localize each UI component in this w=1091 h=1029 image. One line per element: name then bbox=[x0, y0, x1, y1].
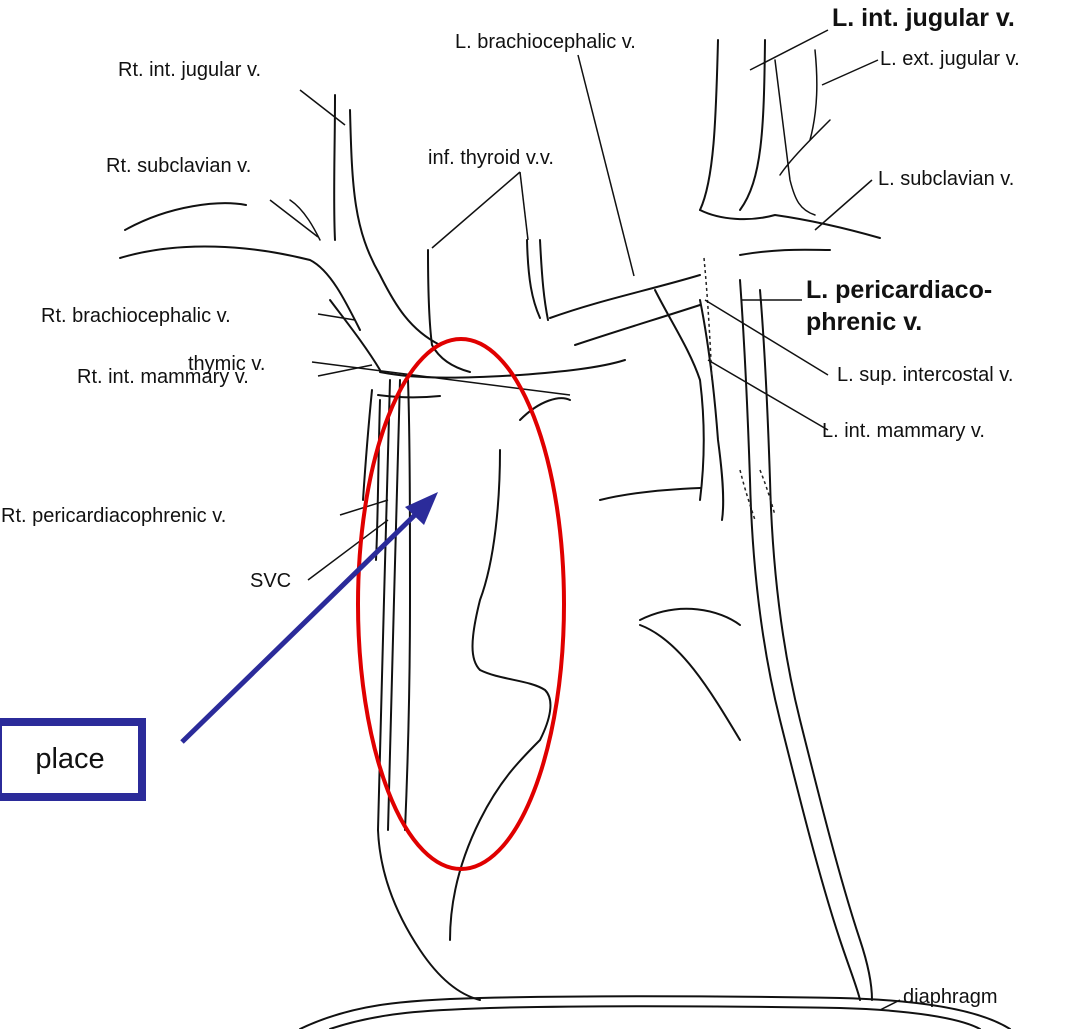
l-int-jugular-vein bbox=[700, 40, 718, 210]
rt-subclavian-vein bbox=[125, 203, 246, 230]
label-l-int-jugular: L. int. jugular v. bbox=[832, 4, 1015, 33]
svc-inner-wall bbox=[405, 380, 410, 830]
left-ventricle-border bbox=[640, 625, 740, 740]
label-rt-int-mammary: Rt. int. mammary v. bbox=[77, 367, 249, 387]
rt-subclavian-branch bbox=[290, 200, 320, 240]
label-rt-subclavian: Rt. subclavian v. bbox=[106, 156, 251, 176]
l-ext-jugular-vein-3 bbox=[780, 120, 830, 175]
label-l-brachiocephalic: L. brachiocephalic v. bbox=[455, 32, 636, 52]
l-pericardiacophrenic-vein bbox=[655, 290, 704, 500]
heart-apex-outer bbox=[760, 290, 872, 1000]
l-ext-jugular-vein bbox=[775, 60, 815, 215]
intercostal-dashed-2 bbox=[760, 470, 775, 515]
ascending-aorta bbox=[450, 450, 550, 940]
callout-box: place bbox=[0, 718, 146, 801]
rt-brachiocephalic-vein-upper bbox=[330, 300, 380, 370]
l-ext-jugular-vein-2 bbox=[810, 50, 817, 140]
l-int-jugular-vein-lateral bbox=[740, 40, 765, 210]
label-rt-pericardiacophrenic: Rt. pericardiacophrenic v. bbox=[1, 506, 226, 526]
svc-right-wall bbox=[388, 380, 400, 830]
leader-diaphragm bbox=[880, 1000, 900, 1010]
label-inf-thyroid: inf. thyroid v.v. bbox=[428, 148, 554, 168]
l-int-mammary-dashed bbox=[740, 470, 755, 520]
leader-rt-brachiocephalic bbox=[318, 314, 355, 320]
label-l-int-mammary: L. int. mammary v. bbox=[822, 421, 985, 441]
highlight-ellipse bbox=[358, 339, 564, 869]
leader-inf-thyroid bbox=[432, 172, 520, 248]
label-l-pericardiacophrenic-1: L. pericardiaco- bbox=[806, 276, 992, 305]
left-atrial-appendage bbox=[640, 609, 740, 625]
leader-thymic bbox=[312, 362, 570, 395]
leader-rt-int-jugular bbox=[300, 90, 345, 125]
leader-rt-subclavian bbox=[270, 200, 318, 237]
rt-int-jugular-vein bbox=[350, 110, 440, 345]
label-l-ext-jugular: L. ext. jugular v. bbox=[880, 49, 1020, 69]
leader-inf-thyroid-2 bbox=[520, 172, 528, 240]
leader-l-ext-jugular bbox=[822, 60, 878, 85]
label-rt-brachiocephalic: Rt. brachiocephalic v. bbox=[41, 306, 231, 326]
label-l-sup-intercostal: L. sup. intercostal v. bbox=[837, 365, 1013, 385]
leader-l-brachiocephalic bbox=[578, 55, 634, 276]
inf-thyroid-vein-right bbox=[540, 240, 548, 320]
label-diaphragm: diaphragm bbox=[903, 987, 998, 1007]
label-l-pericardiacophrenic-2: phrenic v. bbox=[806, 308, 922, 337]
pulmonary-trunk bbox=[600, 488, 700, 500]
l-subclavian-vein-lower bbox=[740, 250, 830, 255]
leader-l-subclavian bbox=[815, 180, 872, 230]
heart-left-border bbox=[740, 280, 860, 1000]
l-subclavian-vein bbox=[700, 210, 880, 238]
callout-text: place bbox=[35, 743, 104, 776]
inf-thyroid-vein-inner bbox=[527, 240, 540, 318]
label-l-subclavian: L. subclavian v. bbox=[878, 169, 1014, 189]
rt-pericardiacophrenic-vein bbox=[376, 400, 380, 560]
label-svc: SVC bbox=[250, 571, 291, 591]
inf-thyroid-vein-left bbox=[428, 250, 470, 372]
label-rt-int-jugular: Rt. int. jugular v. bbox=[118, 60, 261, 80]
